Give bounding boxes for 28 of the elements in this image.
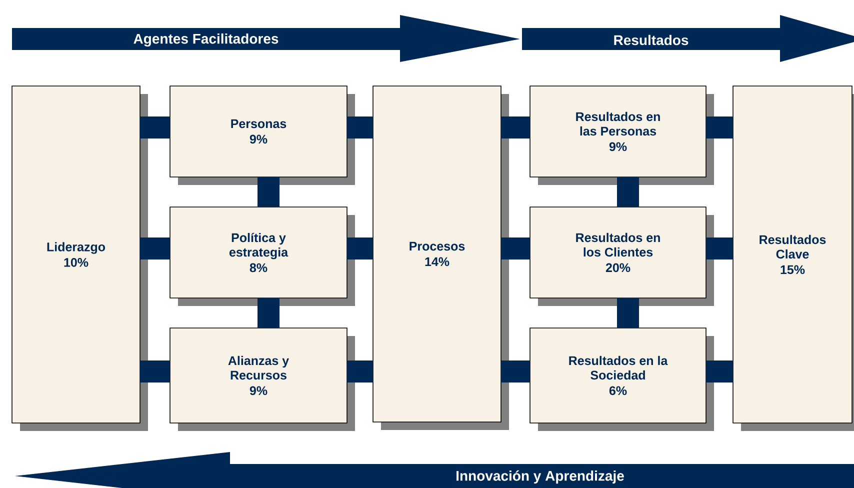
connector-bar [706, 238, 733, 260]
connector-bar [501, 116, 530, 138]
process-box: Procesos 14% [372, 86, 509, 430]
connector-bar [258, 298, 280, 328]
connector-bar [140, 238, 170, 260]
connector-bar [617, 298, 639, 328]
connector-bar [501, 360, 530, 382]
arrow-label: Agentes Facilitadores [134, 33, 278, 47]
process-box: Alianzas y Recursos 9% [170, 328, 355, 431]
connector-bar [501, 238, 530, 260]
connector-bar [706, 360, 733, 382]
connector-bar [140, 116, 170, 138]
connector-bar [258, 177, 280, 207]
process-box: Resultados Clave 15% [732, 86, 854, 431]
process-box: Liderazgo 10% [12, 86, 148, 431]
process-box: Resultados en las Personas 9% [530, 86, 714, 185]
connector-bar [347, 238, 373, 260]
connector-bar [706, 116, 733, 138]
process-box: Resultados en los Clientes 20% [530, 206, 714, 306]
arrow-label: Resultados [614, 34, 688, 46]
connector-bar [347, 360, 373, 382]
connector-bar [347, 116, 373, 138]
process-box: Política y estrategia 8% [170, 206, 355, 306]
arrow-label: Innovación y Aprendizaje [456, 470, 624, 484]
connector-bar [140, 360, 170, 382]
process-box: Resultados en la Sociedad 6% [530, 328, 714, 431]
process-box: Personas 9% [170, 86, 355, 185]
connector-bar [617, 177, 639, 207]
